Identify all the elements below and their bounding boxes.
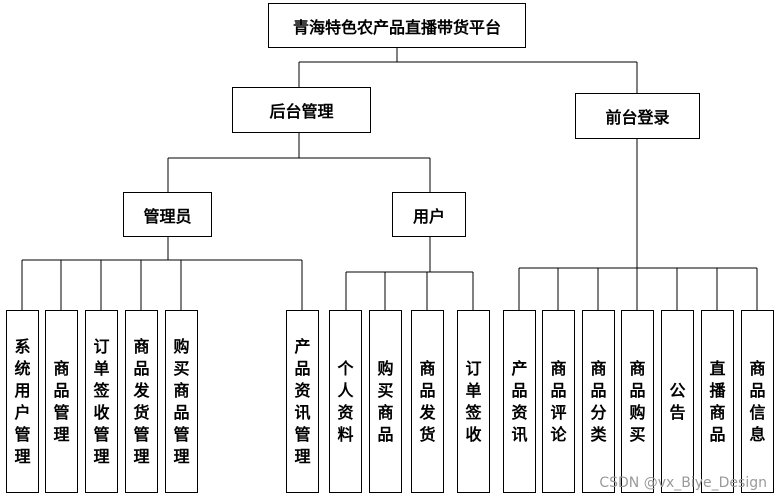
leaf-label: 商品管理	[53, 358, 70, 444]
leaf-label: 商品信息	[749, 358, 766, 444]
leaf-label: 商品购买	[629, 358, 646, 444]
leaf-label: 产品资讯管理	[294, 336, 311, 466]
leaf-label: 商品评论	[550, 358, 567, 444]
node-frontend: 前台登录	[575, 93, 700, 139]
leaf-user-1: 购买商品	[369, 310, 402, 493]
leaf-label: 购买商品管理	[173, 336, 190, 466]
leaf-user-0: 个人资料	[329, 310, 362, 493]
leaf-front-6: 商品信息	[741, 310, 774, 493]
node-backend-label: 后台管理	[269, 102, 334, 121]
leaf-label: 公告	[669, 380, 686, 422]
node-frontend-label: 前台登录	[605, 108, 670, 127]
leaf-admin-0: 系统用户管理	[6, 310, 39, 493]
node-admin: 管理员	[123, 192, 212, 237]
leaf-admin-2: 订单签收管理	[85, 310, 118, 493]
leaf-label: 购买商品	[377, 358, 394, 444]
leaf-front-5: 直播商品	[701, 310, 734, 493]
leaf-user-2: 商品发货	[411, 310, 444, 493]
node-user: 用户	[392, 192, 466, 237]
node-root: 青海特色农产品直播带货平台	[268, 3, 526, 48]
node-backend: 后台管理	[232, 87, 371, 133]
node-user-label: 用户	[412, 206, 445, 226]
leaf-label: 个人资料	[337, 358, 354, 444]
leaf-front-2: 商品分类	[582, 310, 615, 493]
leaf-user-3: 订单签收	[457, 310, 490, 493]
leaf-admin-5: 产品资讯管理	[286, 310, 319, 493]
node-root-label: 青海特色农产品直播带货平台	[292, 17, 501, 37]
leaf-front-3: 商品购买	[621, 310, 654, 493]
leaf-label: 商品分类	[590, 358, 607, 444]
leaf-front-0: 产品资讯	[503, 310, 536, 493]
leaf-admin-1: 商品管理	[45, 310, 78, 493]
leaf-label: 订单签收	[465, 358, 482, 444]
leaf-front-4: 公告	[661, 310, 694, 493]
leaf-label: 订单签收管理	[93, 336, 110, 466]
watermark: CSDN @vx_Biye_Design	[599, 475, 767, 491]
leaf-label: 产品资讯	[511, 358, 528, 444]
leaf-front-1: 商品评论	[542, 310, 575, 493]
leaf-admin-4: 购买商品管理	[165, 310, 198, 493]
leaf-label: 商品发货	[419, 358, 436, 444]
node-admin-label: 管理员	[143, 206, 192, 226]
leaf-label: 系统用户管理	[14, 336, 31, 466]
leaf-label: 直播商品	[709, 358, 726, 444]
leaf-label: 商品发货管理	[133, 336, 150, 466]
leaf-admin-3: 商品发货管理	[125, 310, 158, 493]
